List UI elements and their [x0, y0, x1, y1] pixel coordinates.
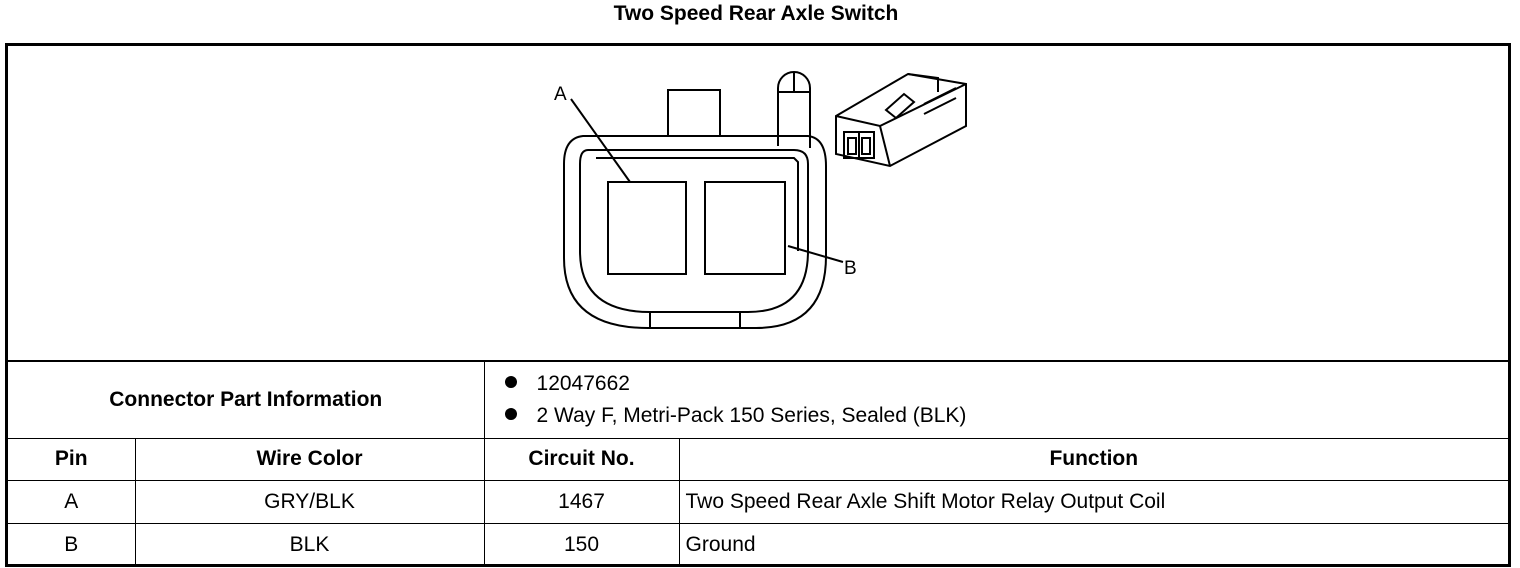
- latch-tab: [667, 89, 721, 137]
- bullet-icon: [504, 408, 517, 421]
- header-pin: Pin: [8, 437, 136, 481]
- part-info-item: 2 Way F, Metri-Pack 150 Series, Sealed (…: [504, 400, 1503, 432]
- connector-diagram: A B: [8, 46, 1508, 360]
- part-info-item: 12047662: [504, 368, 1503, 400]
- connector-face-drawing: A B: [554, 71, 967, 329]
- connector-part-info-label: Connector Part Information: [8, 360, 485, 439]
- cavity-b: [704, 181, 786, 275]
- cell-circuit: 150: [483, 522, 680, 566]
- bullet-icon: [504, 376, 517, 389]
- table-row: A GRY/BLK 1467 Two Speed Rear Axle Shift…: [8, 479, 1509, 524]
- cell-function: Ground: [678, 522, 1509, 566]
- header-circuit: Circuit No.: [483, 437, 680, 481]
- cell-function: Two Speed Rear Axle Shift Motor Relay Ou…: [678, 479, 1509, 524]
- connector-housing: [563, 135, 827, 329]
- pin-label-b: B: [844, 258, 857, 279]
- cell-circuit: 1467: [483, 479, 680, 524]
- table-row: B BLK 150 Ground: [8, 522, 1509, 566]
- connector-table: Connector Part Information 12047662 2 Wa…: [8, 360, 1509, 566]
- connector-frame: A B Connecto: [5, 43, 1511, 567]
- cell-wire-color: GRY/BLK: [134, 479, 485, 524]
- cell-wire-color: BLK: [134, 522, 485, 566]
- header-wire-color: Wire Color: [134, 437, 485, 481]
- table-header-row: Pin Wire Color Circuit No. Function: [8, 437, 1509, 481]
- pin-label-a: A: [554, 84, 567, 105]
- connector-part-info-list: 12047662 2 Way F, Metri-Pack 150 Series,…: [483, 360, 1509, 439]
- connector-isometric-icon: [835, 72, 967, 168]
- leader-line-a: [570, 98, 631, 183]
- header-function: Function: [678, 437, 1509, 481]
- cell-pin: B: [8, 522, 136, 566]
- cavity-a: [607, 181, 687, 275]
- page-title: Two Speed Rear Axle Switch: [613, 2, 899, 25]
- cell-pin: A: [8, 479, 136, 524]
- leader-line-b: [787, 245, 844, 263]
